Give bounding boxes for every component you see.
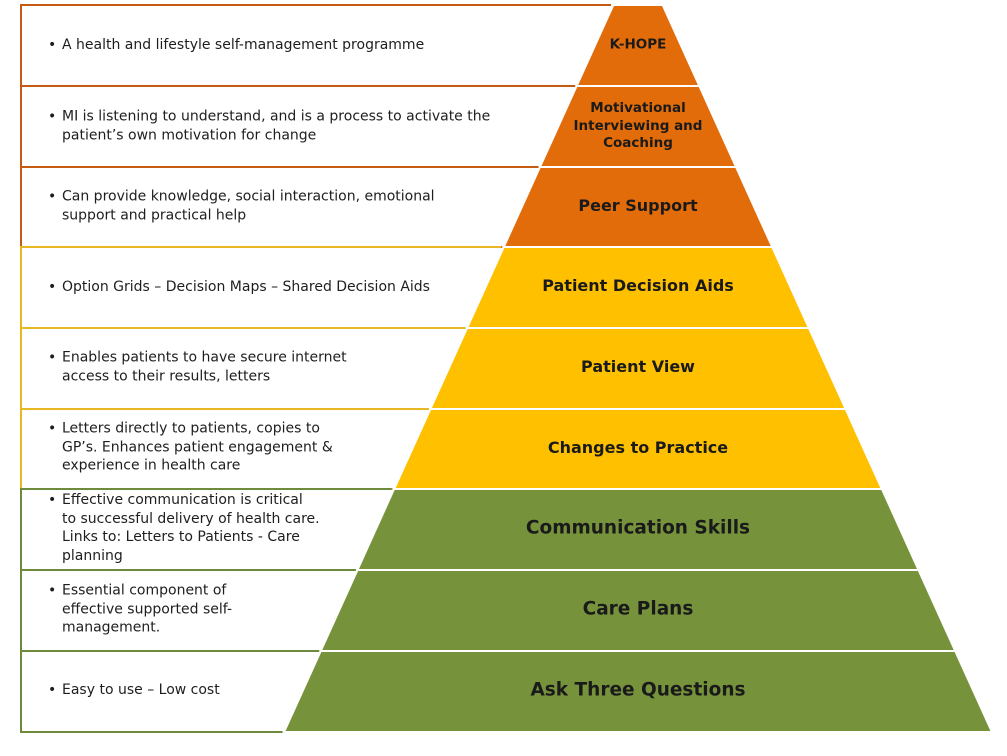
pyramid-tier xyxy=(431,329,845,408)
tier-description-patient-view: Enables patients to have secure internet… xyxy=(48,349,398,386)
tier-label-care-plans: Care Plans xyxy=(582,598,694,620)
pyramid-tier xyxy=(285,652,991,731)
pyramid-tier xyxy=(468,248,808,327)
tier-description-peer-support: Can provide knowledge, social interactio… xyxy=(48,188,448,225)
description-bullet: Option Grids – Decision Maps – Shared De… xyxy=(48,278,468,297)
pyramid-tier xyxy=(578,6,698,85)
tier-description-patient-decision-aids: Option Grids – Decision Maps – Shared De… xyxy=(48,278,468,297)
description-bullet: Can provide knowledge, social interactio… xyxy=(48,188,448,225)
tier-label-patient-view: Patient View xyxy=(581,357,695,376)
tier-description-changes-to-practice: Letters directly to patients, copies to … xyxy=(48,419,358,475)
tier-label-k-hope: K-HOPE xyxy=(609,36,667,53)
tier-label-communication-skills: Communication Skills xyxy=(525,517,751,539)
tier-label-motivational-interviewing: Motivational Interviewing and Coaching xyxy=(573,99,703,151)
description-box xyxy=(20,650,319,733)
tier-description-k-hope: A health and lifestyle self-management p… xyxy=(48,36,548,55)
description-bullet: Essential component of effective support… xyxy=(48,581,248,637)
pyramid-tier xyxy=(505,168,771,246)
tier-description-care-plans: Essential component of effective support… xyxy=(48,581,248,637)
pyramid-tier xyxy=(322,571,954,650)
tier-description-ask-three-questions: Easy to use – Low cost xyxy=(48,681,278,700)
tier-label-peer-support: Peer Support xyxy=(578,196,698,215)
pyramid-tier xyxy=(541,87,735,166)
tier-label-patient-decision-aids: Patient Decision Aids xyxy=(542,276,734,295)
description-bullet: MI is listening to understand, and is a … xyxy=(48,108,498,145)
pyramid-tier xyxy=(359,490,917,569)
description-bullet: Effective communication is critical to s… xyxy=(48,491,320,565)
tier-label-changes-to-practice: Changes to Practice xyxy=(547,438,729,457)
tier-description-communication-skills: Effective communication is critical to s… xyxy=(48,491,320,565)
description-bullet: Letters directly to patients, copies to … xyxy=(48,419,358,475)
tier-description-motivational-interviewing: MI is listening to understand, and is a … xyxy=(48,108,498,145)
tier-label-ask-three-questions: Ask Three Questions xyxy=(530,679,746,701)
pyramid-tier xyxy=(395,410,881,488)
description-bullet: Enables patients to have secure internet… xyxy=(48,349,398,386)
description-bullet: Easy to use – Low cost xyxy=(48,681,278,700)
description-bullet: A health and lifestyle self-management p… xyxy=(48,36,548,55)
